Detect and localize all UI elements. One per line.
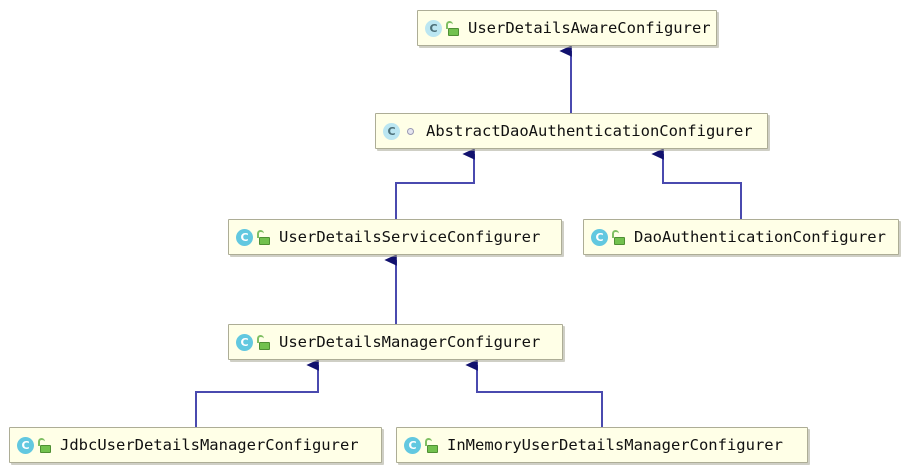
node-label: DaoAuthenticationConfigurer — [634, 228, 886, 246]
class-icon: C — [236, 228, 253, 246]
node-label: UserDetailsServiceConfigurer — [279, 228, 541, 246]
class-icon: C — [404, 436, 421, 454]
node-label: UserDetailsManagerConfigurer — [279, 333, 541, 351]
generalization-edge — [651, 148, 742, 219]
node-label: JdbcUserDetailsManagerConfigurer — [60, 436, 359, 454]
node-in-memory-user-details-manager-configurer[interactable]: C InMemoryUserDetailsManagerConfigurer — [396, 427, 808, 463]
class-icon: C — [591, 228, 608, 246]
class-icon: C — [425, 19, 442, 37]
node-jdbc-user-details-manager-configurer[interactable]: C JdbcUserDetailsManagerConfigurer — [9, 427, 382, 463]
generalization-edge — [395, 148, 475, 219]
lock-icon — [257, 334, 271, 350]
node-label: UserDetailsAwareConfigurer — [468, 19, 711, 37]
node-dao-authentication-configurer[interactable]: C DaoAuthenticationConfigurer — [583, 219, 899, 255]
node-label: InMemoryUserDetailsManagerConfigurer — [447, 436, 783, 454]
class-icon: C — [236, 333, 253, 351]
class-icon: C — [383, 122, 400, 140]
lock-icon — [612, 229, 626, 245]
node-user-details-manager-configurer[interactable]: C UserDetailsManagerConfigurer — [228, 324, 563, 360]
node-label: AbstractDaoAuthenticationConfigurer — [426, 122, 753, 140]
lock-icon — [38, 437, 52, 453]
class-icon: C — [17, 436, 34, 454]
node-user-details-aware-configurer[interactable]: C UserDetailsAwareConfigurer — [417, 10, 717, 46]
generalization-edge — [465, 359, 603, 427]
lock-icon — [446, 20, 460, 36]
abstract-marker-icon — [404, 124, 418, 139]
generalization-edge — [195, 359, 319, 427]
lock-icon — [257, 229, 271, 245]
node-abstract-dao-authentication-configurer[interactable]: C AbstractDaoAuthenticationConfigurer — [375, 113, 768, 149]
node-user-details-service-configurer[interactable]: C UserDetailsServiceConfigurer — [228, 219, 562, 255]
lock-icon — [425, 437, 439, 453]
